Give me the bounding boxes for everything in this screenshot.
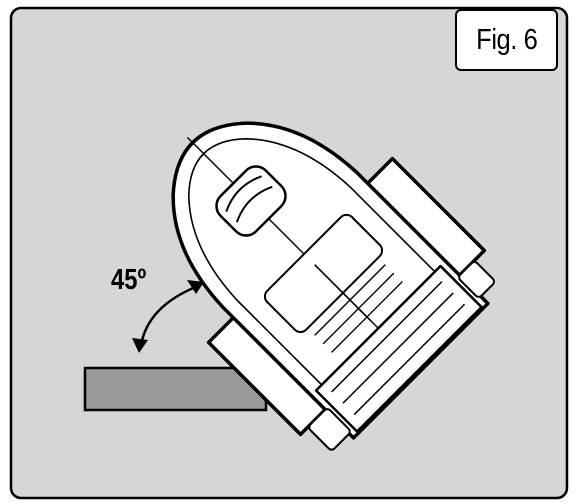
tool-base-guide (314, 264, 483, 433)
tool-side-lever (458, 261, 496, 298)
angle-label: 45º (111, 264, 147, 296)
tool-base-detail (331, 281, 466, 416)
tool-illustration (171, 121, 496, 451)
workpiece-block (83, 366, 268, 412)
figure-label-box: Fig. 6 (455, 9, 558, 71)
angle-arrow (139, 284, 199, 346)
angle-arrow-head-top (187, 280, 204, 294)
tool-direction-line (314, 264, 372, 322)
angle-arrow-head-bottom (132, 338, 148, 353)
tool-depth-knob (308, 408, 351, 451)
figure-label: Fig. 6 (475, 23, 538, 56)
tool-handle-trigger (225, 175, 273, 223)
